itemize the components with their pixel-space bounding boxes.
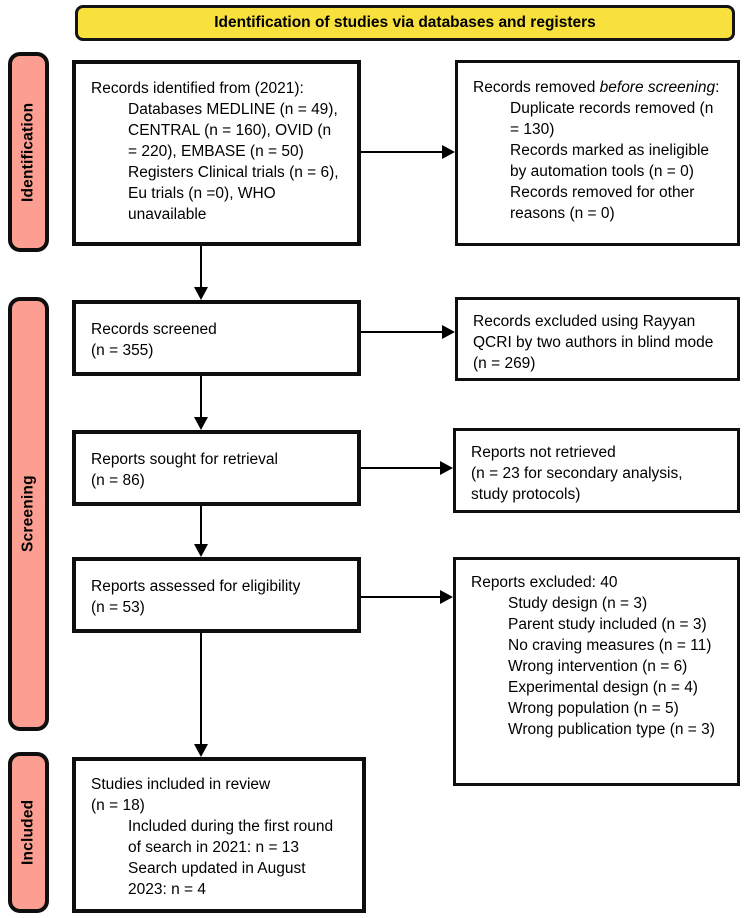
- box-item: Duplicate records removed (n = 130): [510, 100, 714, 138]
- box-line: Reports sought for retrieval: [91, 451, 278, 468]
- arrow-shaft: [200, 506, 202, 546]
- arrow-screened-to-sought: [193, 376, 209, 430]
- stage-label-screening: Screening: [8, 297, 49, 731]
- box-line: (n = 53): [91, 599, 145, 616]
- box-item: Study design (n = 3): [508, 595, 648, 612]
- arrow-head-icon: [442, 325, 455, 339]
- box-line: Reports assessed for eligibility: [91, 578, 301, 595]
- arrow-identified-to-removed: [361, 144, 455, 160]
- box-intro: Records removed before screening:: [473, 77, 723, 98]
- box-item: Wrong intervention (n = 6): [508, 658, 688, 675]
- diagram-title-banner: Identification of studies via databases …: [75, 5, 735, 41]
- box-records-removed: Records removed before screening: Duplic…: [455, 60, 740, 246]
- arrow-shaft: [200, 633, 202, 746]
- box-records-identified: Records identified from (2021): Database…: [72, 60, 361, 246]
- arrow-shaft: [361, 467, 442, 469]
- stage-label-text: Identification: [19, 102, 37, 202]
- box-intro: Reports excluded: 40: [471, 574, 618, 591]
- arrow-assessed-to-reports-excluded: [361, 589, 453, 605]
- intro-italic: before screening: [599, 79, 716, 96]
- box-reports-not-retrieved: Reports not retrieved (n = 23 for second…: [453, 428, 740, 513]
- box-reports-excluded: Reports excluded: 40 Study design (n = 3…: [453, 557, 740, 786]
- box-item: Included during the first round of searc…: [128, 818, 334, 856]
- intro-prefix: Records removed: [473, 79, 600, 96]
- stage-label-included: Included: [8, 752, 49, 913]
- arrow-sought-to-not-retrieved: [361, 460, 453, 476]
- box-line: Records screened: [91, 321, 217, 338]
- arrow-assessed-to-included: [193, 633, 209, 757]
- box-item: Wrong population (n = 5): [508, 700, 679, 717]
- arrow-head-icon: [194, 544, 208, 557]
- box-line: (n = 86): [91, 472, 145, 489]
- box-records-excluded: Records excluded using Rayyan QCRI by tw…: [455, 297, 740, 381]
- box-item: Experimental design (n = 4): [508, 679, 698, 696]
- box-item: No craving measures (n = 11): [508, 637, 712, 654]
- box-studies-included: Studies included in review (n = 18) Incl…: [72, 757, 366, 913]
- box-line: (n = 23 for secondary analysis, study pr…: [471, 465, 683, 503]
- box-line: Studies included in review: [91, 776, 271, 793]
- arrow-shaft: [200, 246, 202, 289]
- box-item: Wrong publication type (n = 3): [508, 721, 715, 738]
- box-line: Reports not retrieved: [471, 444, 616, 461]
- arrow-shaft: [200, 376, 202, 419]
- arrow-screened-to-excluded: [361, 324, 455, 340]
- box-line: (n = 18): [91, 797, 145, 814]
- arrow-shaft: [361, 596, 442, 598]
- arrow-head-icon: [194, 287, 208, 300]
- intro-suffix: :: [715, 79, 720, 96]
- box-text: Records excluded using Rayyan QCRI by tw…: [473, 313, 714, 372]
- box-item: Records removed for other reasons (n = 0…: [510, 184, 695, 222]
- arrow-head-icon: [194, 417, 208, 430]
- box-item: Parent study included (n = 3): [508, 616, 707, 633]
- arrow-shaft: [361, 331, 444, 333]
- box-item: Records marked as ineligible by automati…: [510, 142, 710, 180]
- arrow-head-icon: [440, 590, 453, 604]
- arrow-head-icon: [440, 461, 453, 475]
- arrow-head-icon: [442, 145, 455, 159]
- box-records-screened: Records screened (n = 355): [72, 300, 361, 376]
- box-reports-sought: Reports sought for retrieval (n = 86): [72, 430, 361, 506]
- diagram-title: Identification of studies via databases …: [214, 14, 596, 31]
- box-line: (n = 355): [91, 342, 154, 359]
- stage-label-identification: Identification: [8, 52, 49, 252]
- box-item: Search updated in August 2023: n = 4: [128, 860, 306, 898]
- arrow-identified-to-screened: [193, 246, 209, 300]
- arrow-shaft: [361, 151, 444, 153]
- stage-label-text: Screening: [19, 475, 37, 553]
- box-item: Registers Clinical trials (n = 6), Eu tr…: [128, 164, 339, 223]
- box-reports-assessed: Reports assessed for eligibility (n = 53…: [72, 557, 361, 633]
- box-item: Databases MEDLINE (n = 49), CENTRAL (n =…: [128, 101, 338, 160]
- stage-label-text: Included: [19, 799, 37, 866]
- arrow-head-icon: [194, 744, 208, 757]
- arrow-sought-to-assessed: [193, 506, 209, 557]
- box-intro: Records identified from (2021):: [91, 80, 304, 97]
